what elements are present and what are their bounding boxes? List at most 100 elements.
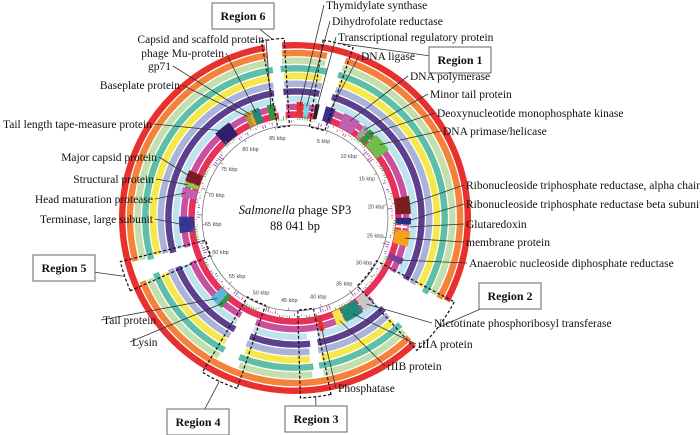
gene-track <box>179 102 411 332</box>
gene-block <box>392 229 411 247</box>
gc-skew-bar <box>320 123 322 128</box>
gene-leader <box>306 20 331 107</box>
gc-skew-bar <box>324 309 327 312</box>
ring-gap <box>239 311 258 326</box>
gc-skew-bar <box>376 267 379 270</box>
gc-skew-bar <box>238 137 241 141</box>
gene-block <box>210 287 228 305</box>
gene-leader <box>154 218 184 226</box>
tick-mark <box>370 266 374 269</box>
gene-block <box>387 253 404 265</box>
gc-skew-bar <box>221 285 225 289</box>
gc-skew-bar <box>264 124 267 129</box>
gene-leader <box>379 130 442 146</box>
gene-block <box>316 315 325 332</box>
ring-gap <box>374 273 403 308</box>
gc-skew-bar <box>210 165 213 167</box>
tick-mark <box>382 236 386 238</box>
ring-gap <box>154 253 168 275</box>
ring-gap <box>406 296 443 341</box>
ring-gap <box>217 352 241 369</box>
gene-block <box>183 181 200 190</box>
gc-skew-bar <box>209 270 213 273</box>
gene-leader <box>406 223 465 228</box>
genome-title: Salmonella phage SP3 <box>239 203 352 217</box>
gc-skew-bar <box>355 136 360 142</box>
gene-leader <box>406 184 465 206</box>
tick-label: 20 kbp <box>368 204 385 210</box>
gc-skew-bar <box>278 314 281 319</box>
comparison-ring <box>149 72 441 364</box>
gc-skew-bar <box>234 291 239 296</box>
region-outline <box>201 296 267 390</box>
comparison-ring <box>157 80 433 356</box>
tick-mark <box>210 255 214 258</box>
gc-skew-bar <box>249 305 253 311</box>
region-label-box <box>284 405 348 433</box>
gene-leader <box>158 156 192 178</box>
gc-skew-bar <box>265 306 268 312</box>
tick-label: 15 kbp <box>359 177 376 183</box>
gc-skew-bar <box>304 115 306 121</box>
gc-skew-bar <box>342 132 345 136</box>
tick-label: 45 kbp <box>281 298 298 304</box>
tick-label: 5 kbp <box>317 139 330 145</box>
gene-leader <box>339 320 386 367</box>
gc-skew-bar <box>367 154 371 158</box>
tick-mark <box>244 139 247 143</box>
gc-skew-bar <box>236 295 239 298</box>
gene-leader <box>299 4 325 107</box>
gene-leader <box>155 178 189 186</box>
gene-label: phage Mu-protein <box>141 48 224 60</box>
gc-skew-bar <box>328 304 331 310</box>
gc-skew-bar <box>271 122 273 126</box>
gc-skew-bar <box>231 141 234 143</box>
gc-skew-bar <box>379 266 382 269</box>
gene-leader <box>364 93 429 131</box>
tick-mark <box>353 147 357 151</box>
gene-leader <box>225 52 257 114</box>
gene-label: Lysin <box>132 337 158 349</box>
gc-skew-bar <box>214 161 219 165</box>
gc-skew-bar <box>345 301 347 304</box>
gc-skew-bar <box>350 292 355 297</box>
ring-gap <box>380 277 410 312</box>
ring-gap <box>278 111 287 120</box>
gene-label: DNA primase/helicase <box>443 126 547 138</box>
gene-block <box>339 299 364 323</box>
gc-skew-bar <box>249 127 252 131</box>
gene-leader <box>398 259 468 264</box>
gene-label: Deoxynucleotide monophosphate kinase <box>437 108 624 120</box>
gc-skew-bar <box>319 307 322 313</box>
ring-gap <box>309 338 319 348</box>
gc-skew-bar <box>274 310 277 315</box>
gene-leader <box>350 75 409 121</box>
ring-gap <box>139 258 154 281</box>
gene-leader <box>181 84 248 117</box>
ring-gap <box>131 259 147 283</box>
ring-gap <box>147 258 160 275</box>
gc-skew-bar <box>211 272 214 274</box>
tick-label: 10 kbp <box>340 154 357 160</box>
gene-label: Terminase, large subunit <box>40 214 154 226</box>
tick-mark <box>373 173 377 176</box>
gc-skew-bar <box>200 242 205 245</box>
gene-block <box>360 129 375 145</box>
gc-skew-bar <box>203 251 207 254</box>
gene-block <box>215 122 238 145</box>
ring-gap <box>273 95 287 105</box>
tick-label: 70 kbp <box>208 193 225 199</box>
tick-mark <box>348 289 352 293</box>
gc-skew-bar <box>255 307 257 311</box>
gc-skew-bar <box>384 253 387 255</box>
gene-leader <box>405 237 465 243</box>
comparison-ring <box>134 57 456 379</box>
gc-skew-bar <box>382 182 387 185</box>
gene-leader <box>316 36 337 109</box>
gc-skew-bar <box>382 242 390 246</box>
gc-skew-bar <box>212 163 217 167</box>
gene-block <box>312 103 320 120</box>
gc-skew-bar <box>201 182 204 185</box>
